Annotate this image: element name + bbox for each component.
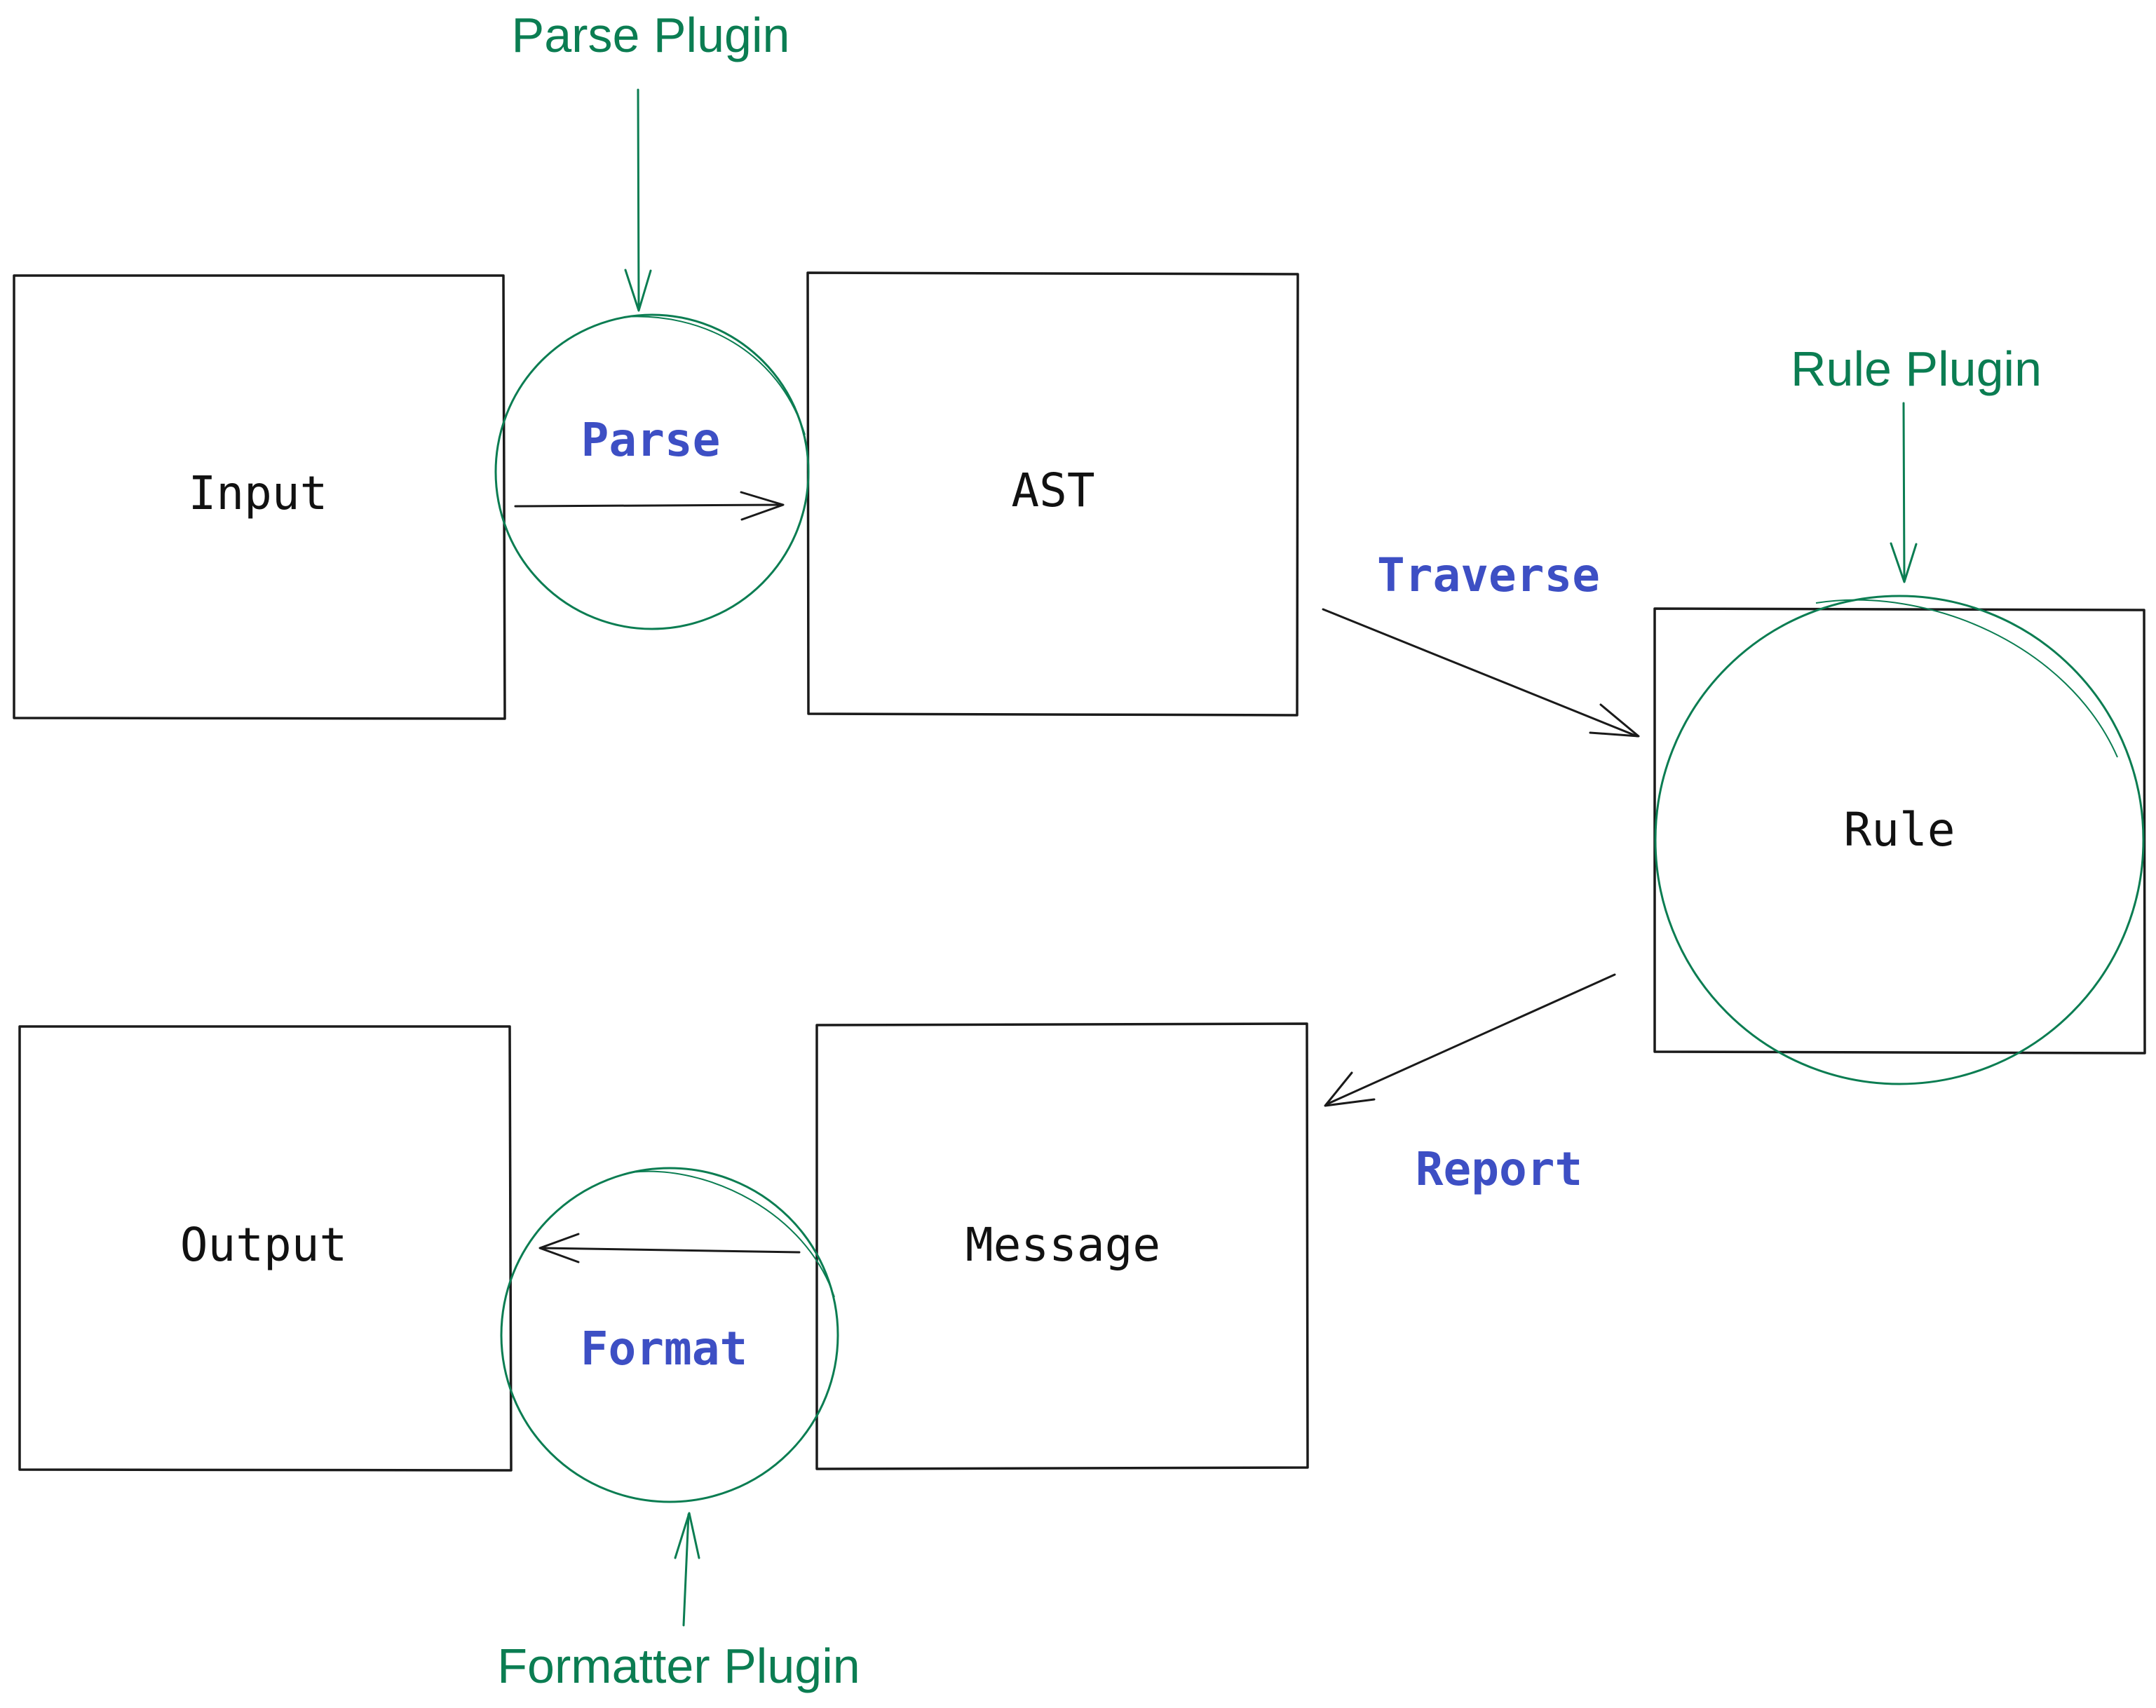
rule-node: Rule [1653,607,2146,1055]
output-box [18,1025,513,1472]
input-label: Input [189,466,328,520]
report-arrow [1324,973,1616,1107]
parse-arrow [514,491,785,521]
report-action-label: Report [1416,1142,1582,1196]
format-action-label: Format [581,1322,747,1376]
output-node: Output [18,1025,513,1472]
parse-action-label: Parse [581,413,721,467]
parse-plugin-circle [494,313,810,630]
input-box [13,274,506,720]
formatter-plugin-label: Formatter Plugin [497,1639,860,1693]
message-label: Message [965,1218,1160,1272]
parse-plugin-label: Parse Plugin [512,8,790,62]
rule-plugin-arrow [1890,402,1918,583]
ast-node: AST [806,271,1299,717]
ast-label: AST [1011,463,1094,517]
rule-plugin-circle [1654,595,2145,1085]
formatter-plugin-circle [500,1167,839,1503]
rule-label: Rule [1844,803,1955,857]
traverse-action-label: Traverse [1377,548,1600,602]
parse-plugin-arrow [624,88,652,312]
message-node: Message [815,1022,1309,1470]
output-label: Output [180,1218,347,1272]
message-box [815,1022,1309,1470]
format-arrow [538,1233,801,1263]
ast-box [806,271,1299,717]
input-node: Input [13,274,506,720]
rule-plugin-label: Rule Plugin [1791,341,2042,396]
formatter-plugin-arrow [674,1512,700,1627]
traverse-arrow [1322,608,1640,738]
